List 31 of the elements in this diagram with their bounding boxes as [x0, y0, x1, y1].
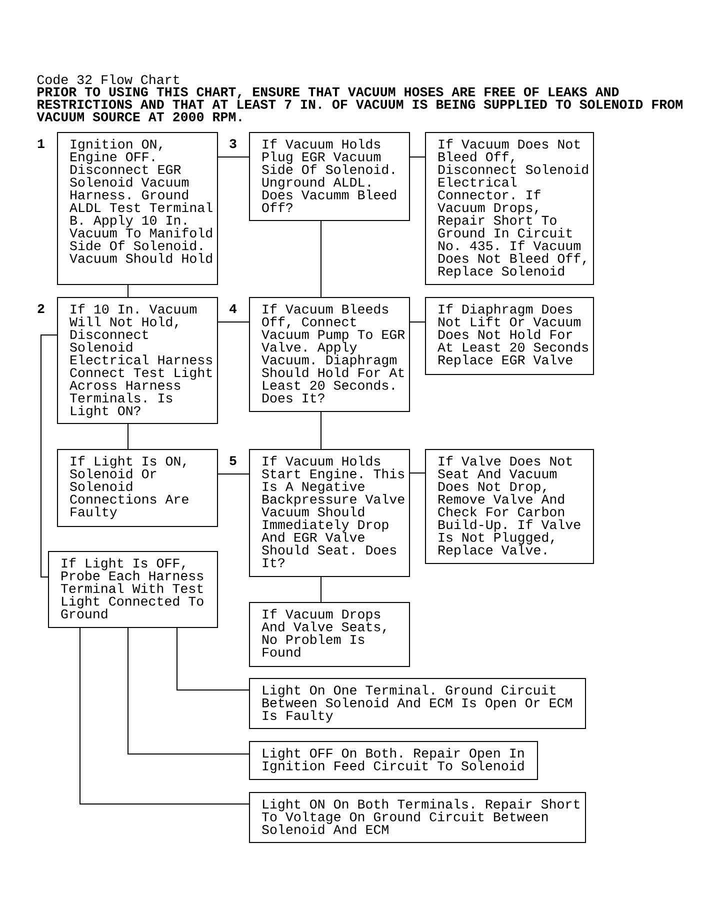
chart-title: Code 32 Flow Chart: [37, 74, 179, 84]
process-box: If Valve Does Not Seat And Vacuum Does Not Drop, Remove Valve And Check For Carbon Build-Up. If Valve Is Not Plugged, Replace Valve.: [425, 449, 594, 564]
process-box: Light ON On Both Terminals. Repair Short To Voltage On Ground Circuit Between Solenoid And ECM: [249, 792, 586, 843]
connector-line: [320, 412, 322, 450]
connector-line: [40, 334, 58, 578]
step-number: 2: [38, 304, 44, 313]
process-box: Ignition ON, Engine OFF. Disconnect EGR Solenoid Vacuum Harness. Ground ALDL Test Terminal B. Apply 10 In. Vacuum To Manifold Side Of Solenoid. Vacuum Should Hold: [57, 132, 218, 285]
process-box: If Vacuum Holds Start Engine. This Is A Negative Backpressure Valve Vacuum Should Immediately Drop And EGR Valve Should Seat. Does It?: [249, 449, 410, 577]
process-box: If Vacuum Holds Plug EGR Vacuum Side Of Solenoid. Unground ALDL. Does Vacumm Bleed Off?: [249, 132, 410, 221]
connector-line: [176, 628, 250, 690]
process-box: Light On One Terminal. Ground Circuit Between Solenoid And ECM Is Open Or ECM Is Faulty: [249, 678, 586, 729]
connector-line: [320, 576, 322, 602]
connector-line: [410, 472, 426, 474]
connector-line: [80, 628, 250, 804]
process-box: If Vacuum Does Not Bleed Off, Disconnect Solenoid Electrical Connector. If Vacuum Drops, Repair Short To Ground In Circuit No. 435. If Vacuum Does Not Bleed Off, Replace Solenoid: [425, 132, 594, 285]
process-box: If Light Is OFF, Probe Each Harness Terminal With Test Light Connected To Ground: [48, 551, 218, 628]
process-box: If Diaphragm Does Not Lift Or Vacuum Does Not Hold For At Least 20 Seconds Replace EGR Valve: [425, 297, 594, 375]
step-number: 1: [38, 139, 44, 148]
connector-line: [218, 156, 250, 158]
connector-line: [320, 220, 322, 298]
step-number: 3: [230, 139, 236, 148]
step-number: 5: [230, 456, 236, 466]
step-number: 4: [229, 304, 237, 313]
process-box: If Light Is ON, Solenoid Or Solenoid Connections Are Faulty: [57, 449, 218, 527]
warning-note: PRIOR TO USING THIS CHART, ENSURE THAT VACUUM HOSES ARE FREE OF LEAKS AND RESTRICTIONS AND THAT AT LEAST 7 IN. OF VACUUM IS BEING SUPPLIED TO SOLENOID FROM VACUUM SOURCE AT 2000 RPM.: [36, 87, 682, 122]
process-box: If Vacuum Drops And Valve Seats, No Problem Is Found: [249, 602, 410, 667]
process-box: Light OFF On Both. Repair Open In Ignition Feed Circuit To Solenoid: [249, 741, 538, 780]
process-box: If Vacuum Bleeds Off, Connect Vacuum Pump To EGR Valve. Apply Vacuum. Diaphragm Should Hold For At Least 20 Seconds. Does It?: [249, 297, 410, 412]
connector-line: [410, 156, 426, 158]
process-box: If 10 In. Vacuum Will Not Hold, Disconnect Solenoid Electrical Harness Connect Test Light Across Harness Terminals. Is Light ON?: [57, 297, 218, 424]
connector-line: [128, 628, 250, 754]
